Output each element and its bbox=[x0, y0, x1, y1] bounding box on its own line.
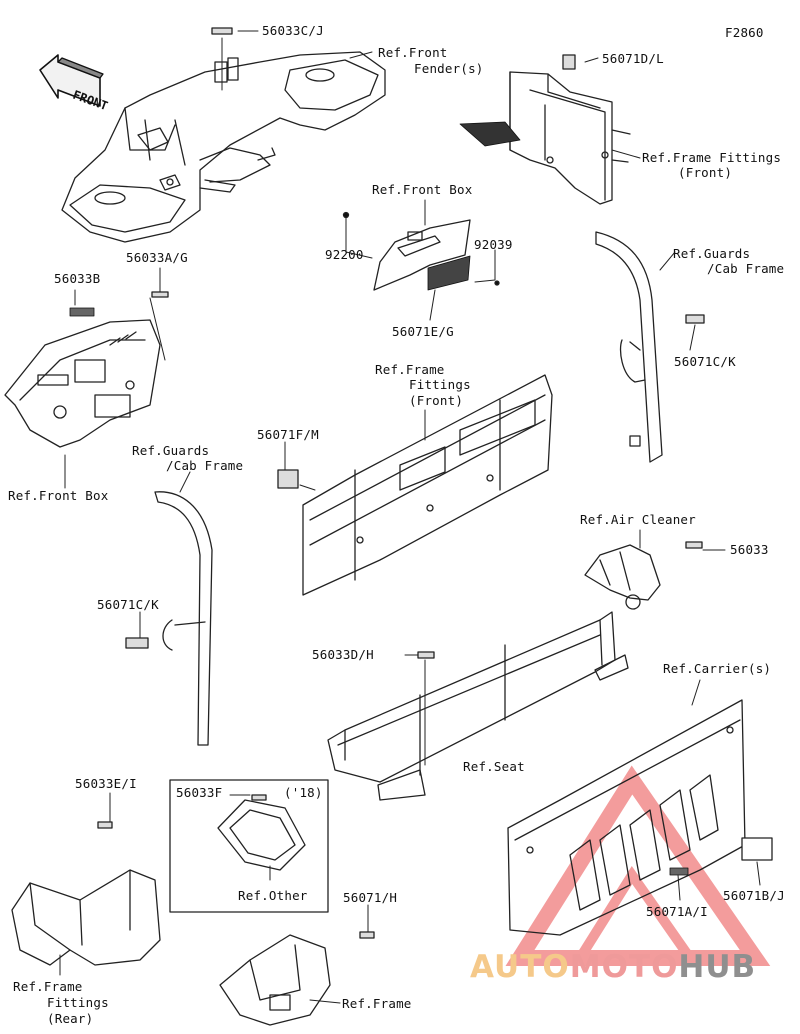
label-56033cj-icon bbox=[211, 27, 233, 35]
label-56071h: 56071/H bbox=[343, 890, 398, 905]
label-56071fm: 56071F/M bbox=[257, 427, 319, 442]
leader-lines bbox=[59, 30, 761, 1004]
screw-92200-icon bbox=[342, 211, 350, 219]
watermark-moto: MOTO bbox=[569, 949, 679, 985]
label-ref-frame-fittings-rear-2: Fittings bbox=[47, 995, 109, 1010]
label-56033ag: 56033A/G bbox=[126, 250, 188, 265]
label-year-18: ('18) bbox=[284, 785, 323, 800]
label-56033ei: 56033E/I bbox=[75, 776, 137, 791]
label-56071ck-left: 56071C/K bbox=[97, 597, 159, 612]
frame-fittings-front-part bbox=[459, 71, 631, 205]
label-ref-frame-fittings-mid-3: (Front) bbox=[409, 393, 464, 408]
label-92039: 92039 bbox=[474, 237, 513, 252]
label-56033f: 56033F bbox=[176, 785, 223, 800]
label-56071dl: 56071D/L bbox=[602, 51, 664, 66]
label-ref-guards-right: Ref.Guards bbox=[673, 246, 751, 261]
air-cleaner-part bbox=[584, 541, 703, 610]
clip-92039-icon bbox=[494, 280, 500, 286]
label-ref-carriers: Ref.Carrier(s) bbox=[663, 661, 772, 676]
label-ref-air-cleaner: Ref.Air Cleaner bbox=[580, 512, 696, 527]
label-ref-other: Ref.Other bbox=[238, 888, 308, 903]
label-56033cj: 56033C/J bbox=[262, 23, 324, 38]
label-ref-seat: Ref.Seat bbox=[463, 759, 525, 774]
watermark-auto: AUTO bbox=[470, 949, 570, 985]
label-56071ai: 56071A/I bbox=[646, 904, 708, 919]
front-arrow-icon bbox=[39, 54, 104, 107]
inset-frame-part bbox=[169, 779, 329, 913]
watermark-text: AUTOMOTOHUB bbox=[470, 950, 756, 984]
front-box-lid-part bbox=[373, 219, 471, 291]
label-ref-frame-fittings-mid-2: Fittings bbox=[409, 377, 471, 392]
label-56071eg: 56071E/G bbox=[392, 324, 454, 339]
label-ref-frame-fittings-mid: Ref.Frame bbox=[375, 362, 445, 377]
label-56033: 56033 bbox=[730, 542, 769, 557]
floor-pan-part bbox=[61, 51, 386, 243]
seat-rack-part bbox=[327, 611, 629, 801]
label-ref-guards-left: Ref.Guards bbox=[132, 443, 210, 458]
other-cover-part bbox=[217, 794, 306, 871]
figure-code: F2860 bbox=[725, 25, 764, 40]
label-56071ck-right: 56071C/K bbox=[674, 354, 736, 369]
label-ref-frame-fittings-front-2: (Front) bbox=[678, 165, 733, 180]
guard-cab-frame-right-part bbox=[595, 231, 705, 463]
guard-cab-frame-left-part bbox=[125, 491, 213, 746]
label-ref-frame-fittings-rear: Ref.Frame bbox=[13, 979, 83, 994]
label-ref-frame-fittings-front: Ref.Frame Fittings bbox=[642, 150, 782, 165]
label-ref-front-box-left: Ref.Front Box bbox=[8, 488, 109, 503]
label-56071dl-icon bbox=[562, 54, 576, 70]
watermark-hub: HUB bbox=[678, 949, 757, 985]
carrier-panel-part bbox=[507, 699, 773, 936]
label-ref-guards-right-2: /Cab Frame bbox=[707, 261, 785, 276]
label-92200: 92200 bbox=[325, 247, 364, 262]
frame-fittings-rear-part bbox=[11, 821, 161, 966]
label-56071bj: 56071B/J bbox=[723, 888, 785, 903]
frame-fittings-center-panel-part bbox=[277, 374, 553, 596]
label-ref-front-fender-2: Fender(s) bbox=[414, 61, 484, 76]
watermark-logo-mark bbox=[505, 765, 771, 966]
label-ref-guards-left-2: /Cab Frame bbox=[166, 458, 244, 473]
frame-bracket-part bbox=[219, 931, 375, 1026]
label-56033b: 56033B bbox=[54, 271, 101, 286]
label-ref-front-box-top: Ref.Front Box bbox=[372, 182, 473, 197]
label-ref-front-fender: Ref.Front bbox=[378, 45, 448, 60]
label-ref-frame-fittings-rear-3: (Rear) bbox=[47, 1011, 94, 1026]
label-ref-frame-bottom: Ref.Frame bbox=[342, 996, 412, 1011]
label-56033dh: 56033D/H bbox=[312, 647, 374, 662]
dash-panel-part bbox=[4, 291, 169, 448]
